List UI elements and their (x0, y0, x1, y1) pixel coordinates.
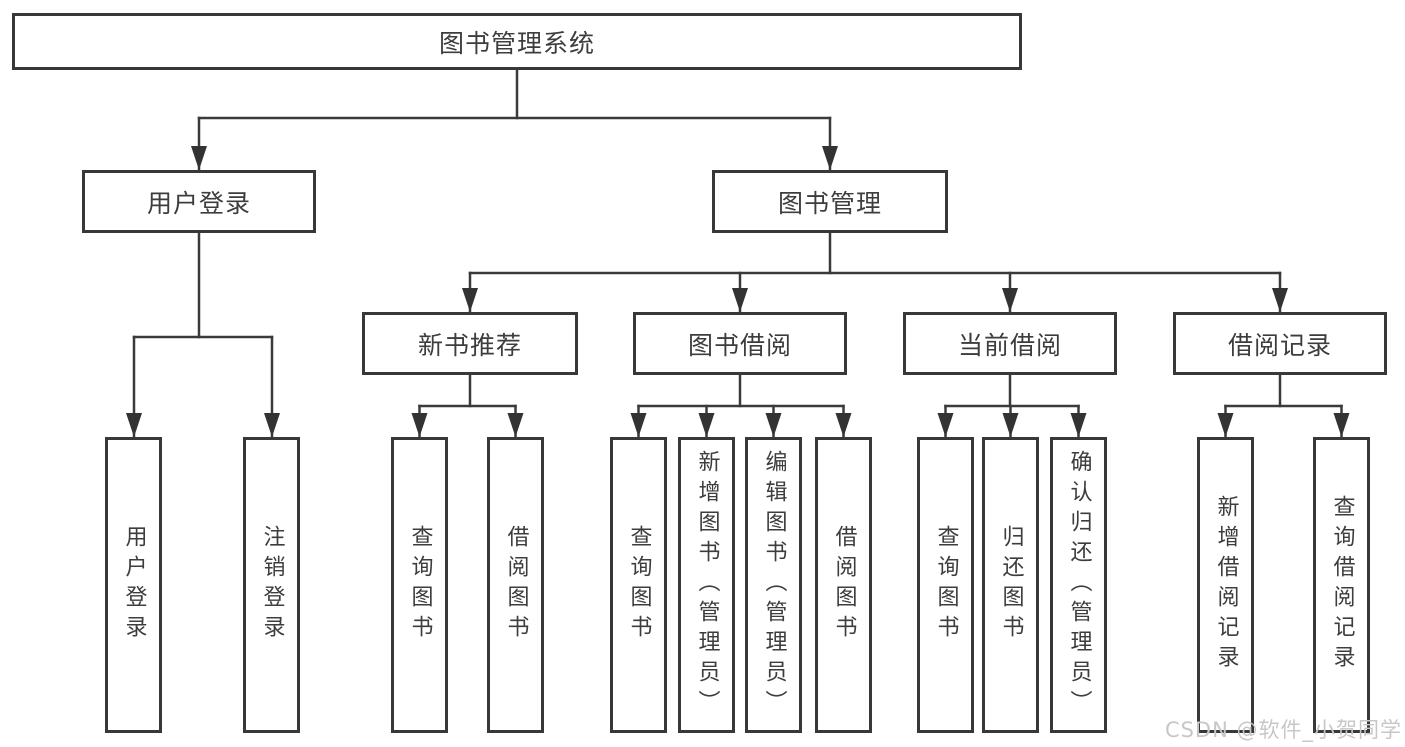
leaf-borrow-books: 借阅图书 (815, 437, 872, 733)
leaf-label: 编辑图书（管理员） (761, 450, 787, 720)
leaf-label: 查询图书 (933, 525, 959, 645)
leaf-add-borrow-record: 新增借阅记录 (1197, 437, 1254, 733)
node-label: 借阅记录 (1227, 330, 1332, 360)
node-user-login: 用户登录 (82, 170, 316, 233)
leaf-confirm-return-admin: 确认归还（管理员） (1050, 437, 1107, 733)
leaf-return-book: 归还图书 (982, 437, 1039, 733)
leaf-borrow-books-recommend: 借阅图书 (487, 437, 544, 733)
node-current-borrow: 当前借阅 (903, 312, 1117, 375)
watermark-text: CSDN @软件_小贺同学 (1164, 718, 1402, 742)
leaf-label: 新增借阅记录 (1213, 495, 1239, 675)
node-new-book-recommend: 新书推荐 (362, 312, 578, 375)
leaf-label: 新增图书（管理员） (694, 450, 720, 720)
node-label: 用户登录 (146, 188, 251, 218)
node-label: 新书推荐 (417, 330, 522, 360)
node-library-management-system: 图书管理系统 (12, 13, 1022, 70)
node-label: 图书管理 (777, 188, 882, 218)
leaf-label: 确认归还（管理员） (1066, 450, 1092, 720)
leaf-label: 注销登录 (259, 525, 285, 645)
node-label: 图书管理系统 (438, 28, 595, 58)
leaf-label: 借阅图书 (831, 525, 857, 645)
leaf-query-books-borrow: 查询图书 (610, 437, 667, 733)
node-label: 当前借阅 (957, 330, 1062, 360)
leaf-label: 用户登录 (121, 525, 147, 645)
leaf-query-borrow-record: 查询借阅记录 (1313, 437, 1370, 733)
node-label: 图书借阅 (687, 330, 792, 360)
leaf-user-login: 用户登录 (105, 437, 162, 733)
leaf-label: 归还图书 (998, 525, 1024, 645)
leaf-label: 查询图书 (626, 525, 652, 645)
leaf-label: 查询图书 (407, 525, 433, 645)
leaf-add-book-admin: 新增图书（管理员） (678, 437, 735, 733)
node-book-borrow: 图书借阅 (633, 312, 847, 375)
node-book-management: 图书管理 (712, 170, 948, 233)
leaf-edit-book-admin: 编辑图书（管理员） (745, 437, 802, 733)
leaf-label: 借阅图书 (503, 525, 529, 645)
leaf-query-books-recommend: 查询图书 (391, 437, 448, 733)
leaf-query-books-current: 查询图书 (917, 437, 974, 733)
node-borrow-records: 借阅记录 (1173, 312, 1387, 375)
leaf-label: 查询借阅记录 (1329, 495, 1355, 675)
leaf-logout: 注销登录 (243, 437, 300, 733)
